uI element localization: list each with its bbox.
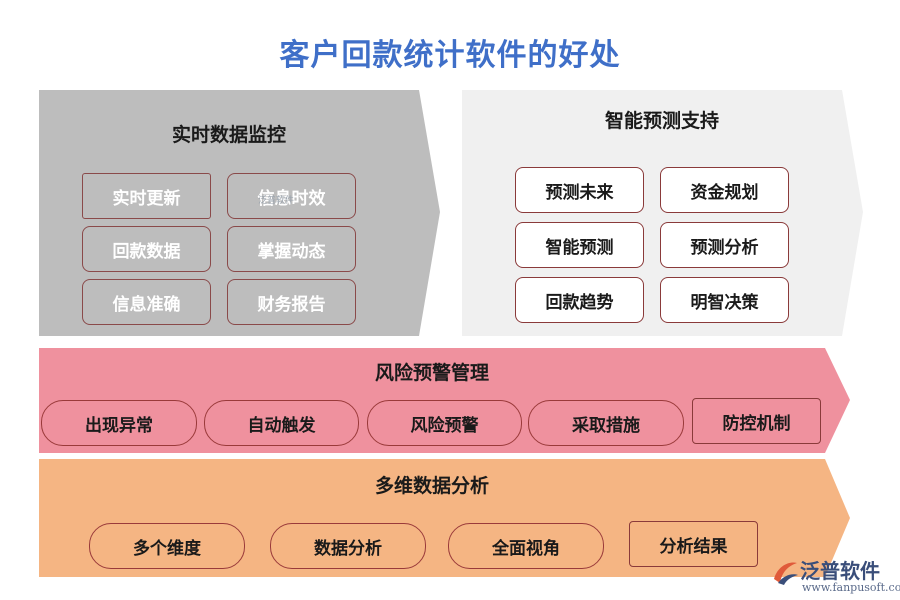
analysis-panel-title: 多维数据分析	[374, 475, 489, 497]
analysis-item-2: 数据分析	[270, 523, 426, 569]
diagram-title: 客户回款统计软件的好处	[279, 38, 621, 73]
forecast-item-6: 明智决策	[660, 277, 789, 323]
logo-name: 泛普软件	[800, 559, 880, 583]
risk-item-5: 防控机制	[692, 398, 821, 444]
realtime-item-6: 财务报告	[227, 279, 356, 325]
analysis-item-3: 全面视角	[448, 523, 604, 569]
realtime-item-2: 信息时效	[227, 173, 356, 219]
forecast-panel-shape	[462, 90, 863, 336]
watermark-text: 泛普软件	[258, 196, 295, 206]
risk-item-3: 风险预警	[367, 400, 522, 446]
risk-panel-title: 风险预警管理	[374, 362, 489, 384]
risk-item-2: 自动触发	[204, 400, 359, 446]
realtime-panel-shape	[39, 90, 440, 336]
forecast-item-5: 回款趋势	[515, 277, 644, 323]
forecast-item-3: 智能预测	[515, 222, 644, 268]
forecast-item-4: 预测分析	[660, 222, 789, 268]
analysis-item-4: 分析结果	[629, 521, 758, 567]
realtime-item-3: 回款数据	[82, 226, 211, 272]
fanpu-logo: 泛普软件 www.fanpusoft.com	[770, 555, 900, 597]
analysis-item-1: 多个维度	[89, 523, 245, 569]
forecast-panel-title: 智能预测支持	[604, 110, 719, 132]
realtime-panel-title: 实时数据监控	[171, 124, 286, 146]
risk-item-1: 出现异常	[41, 400, 197, 446]
logo-url: www.fanpusoft.com	[802, 581, 900, 594]
logo-swoosh-icon	[774, 562, 798, 585]
realtime-item-1: 实时更新	[82, 173, 211, 219]
forecast-item-2: 资金规划	[660, 167, 789, 213]
forecast-item-1: 预测未来	[515, 167, 644, 213]
risk-item-4: 采取措施	[528, 400, 684, 446]
realtime-item-5: 信息准确	[82, 279, 211, 325]
realtime-item-4: 掌握动态	[227, 226, 356, 272]
